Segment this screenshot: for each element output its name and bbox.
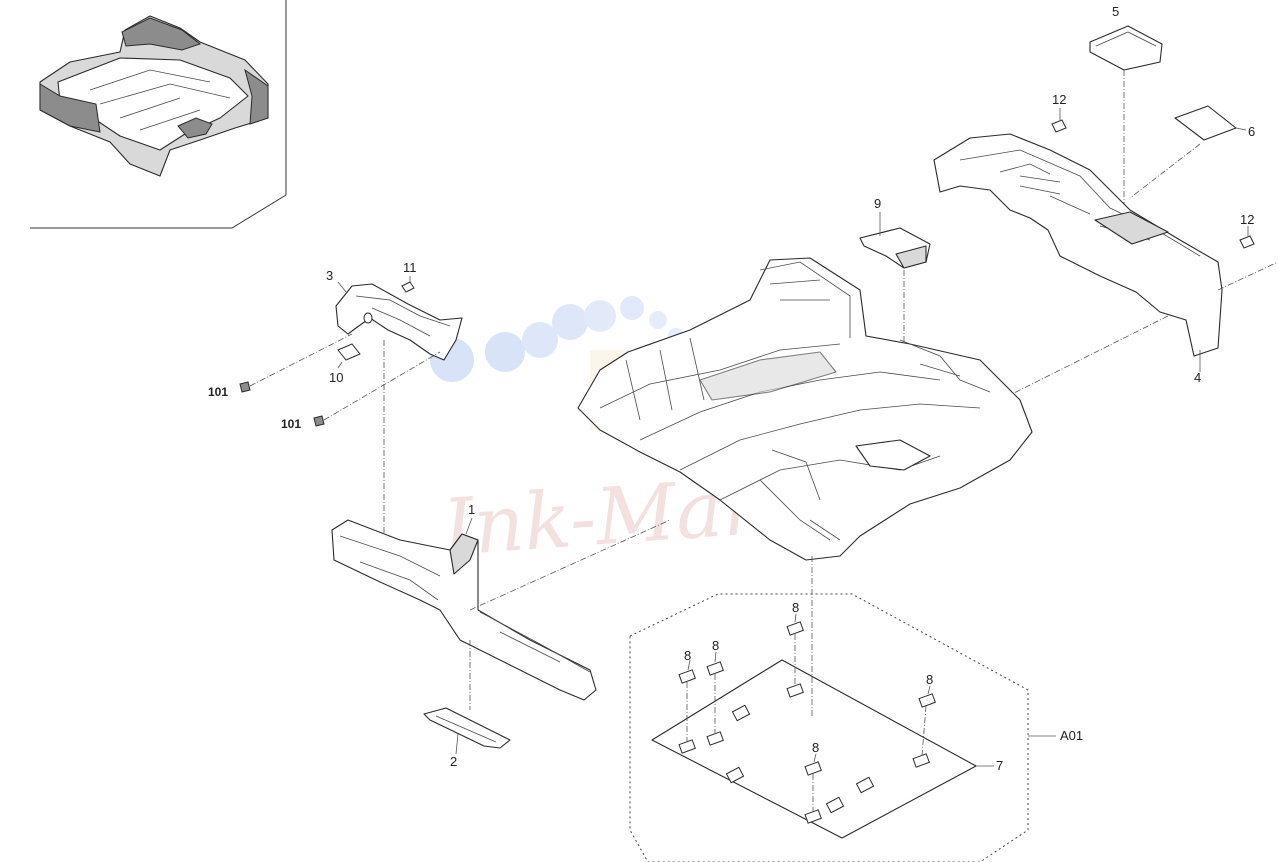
part-7 bbox=[651, 556, 994, 839]
part-12-left bbox=[1051, 108, 1067, 133]
label-part-10: 10 bbox=[329, 370, 343, 385]
label-group-a01: A01 bbox=[1060, 728, 1083, 743]
pad-8-a bbox=[678, 659, 696, 754]
label-part-8-a: 8 bbox=[684, 648, 691, 663]
part-6 bbox=[1129, 105, 1247, 199]
part-10 bbox=[337, 343, 361, 369]
label-part-8-c: 8 bbox=[792, 600, 799, 615]
screw-101-upper bbox=[239, 333, 353, 393]
main-frame bbox=[577, 257, 1033, 561]
label-part-9: 9 bbox=[874, 196, 881, 211]
pad-8-d bbox=[912, 685, 936, 768]
label-part-11: 11 bbox=[403, 260, 417, 275]
label-part-2: 2 bbox=[450, 754, 457, 769]
part-1 bbox=[331, 517, 671, 710]
label-part-6: 6 bbox=[1248, 124, 1255, 139]
part-3 bbox=[335, 281, 463, 540]
pad-8-e bbox=[804, 753, 822, 824]
label-part-12-right: 12 bbox=[1240, 212, 1254, 227]
label-screw-101-lower: 101 bbox=[281, 417, 301, 431]
label-part-5: 5 bbox=[1112, 4, 1119, 19]
label-part-4: 4 bbox=[1194, 370, 1201, 385]
part-11 bbox=[401, 276, 415, 293]
label-part-8-d: 8 bbox=[926, 672, 933, 687]
part-2 bbox=[423, 707, 511, 755]
label-screw-101-upper: 101 bbox=[208, 385, 228, 399]
screw-101-lower bbox=[313, 351, 441, 427]
label-part-3: 3 bbox=[326, 268, 333, 283]
part-4 bbox=[933, 133, 1278, 401]
inset-view bbox=[30, 0, 287, 229]
label-part-7: 7 bbox=[996, 758, 1003, 773]
part-12-right bbox=[1239, 226, 1255, 249]
inset-assembly-image bbox=[39, 15, 269, 177]
pad-8-c bbox=[786, 613, 804, 698]
pad-8-b bbox=[706, 651, 724, 746]
part-5 bbox=[1089, 25, 1163, 230]
label-part-8-b: 8 bbox=[712, 638, 719, 653]
group-a01 bbox=[629, 593, 1056, 862]
label-part-12-left: 12 bbox=[1052, 92, 1066, 107]
label-part-8-e: 8 bbox=[812, 740, 819, 755]
label-part-1: 1 bbox=[468, 502, 475, 517]
